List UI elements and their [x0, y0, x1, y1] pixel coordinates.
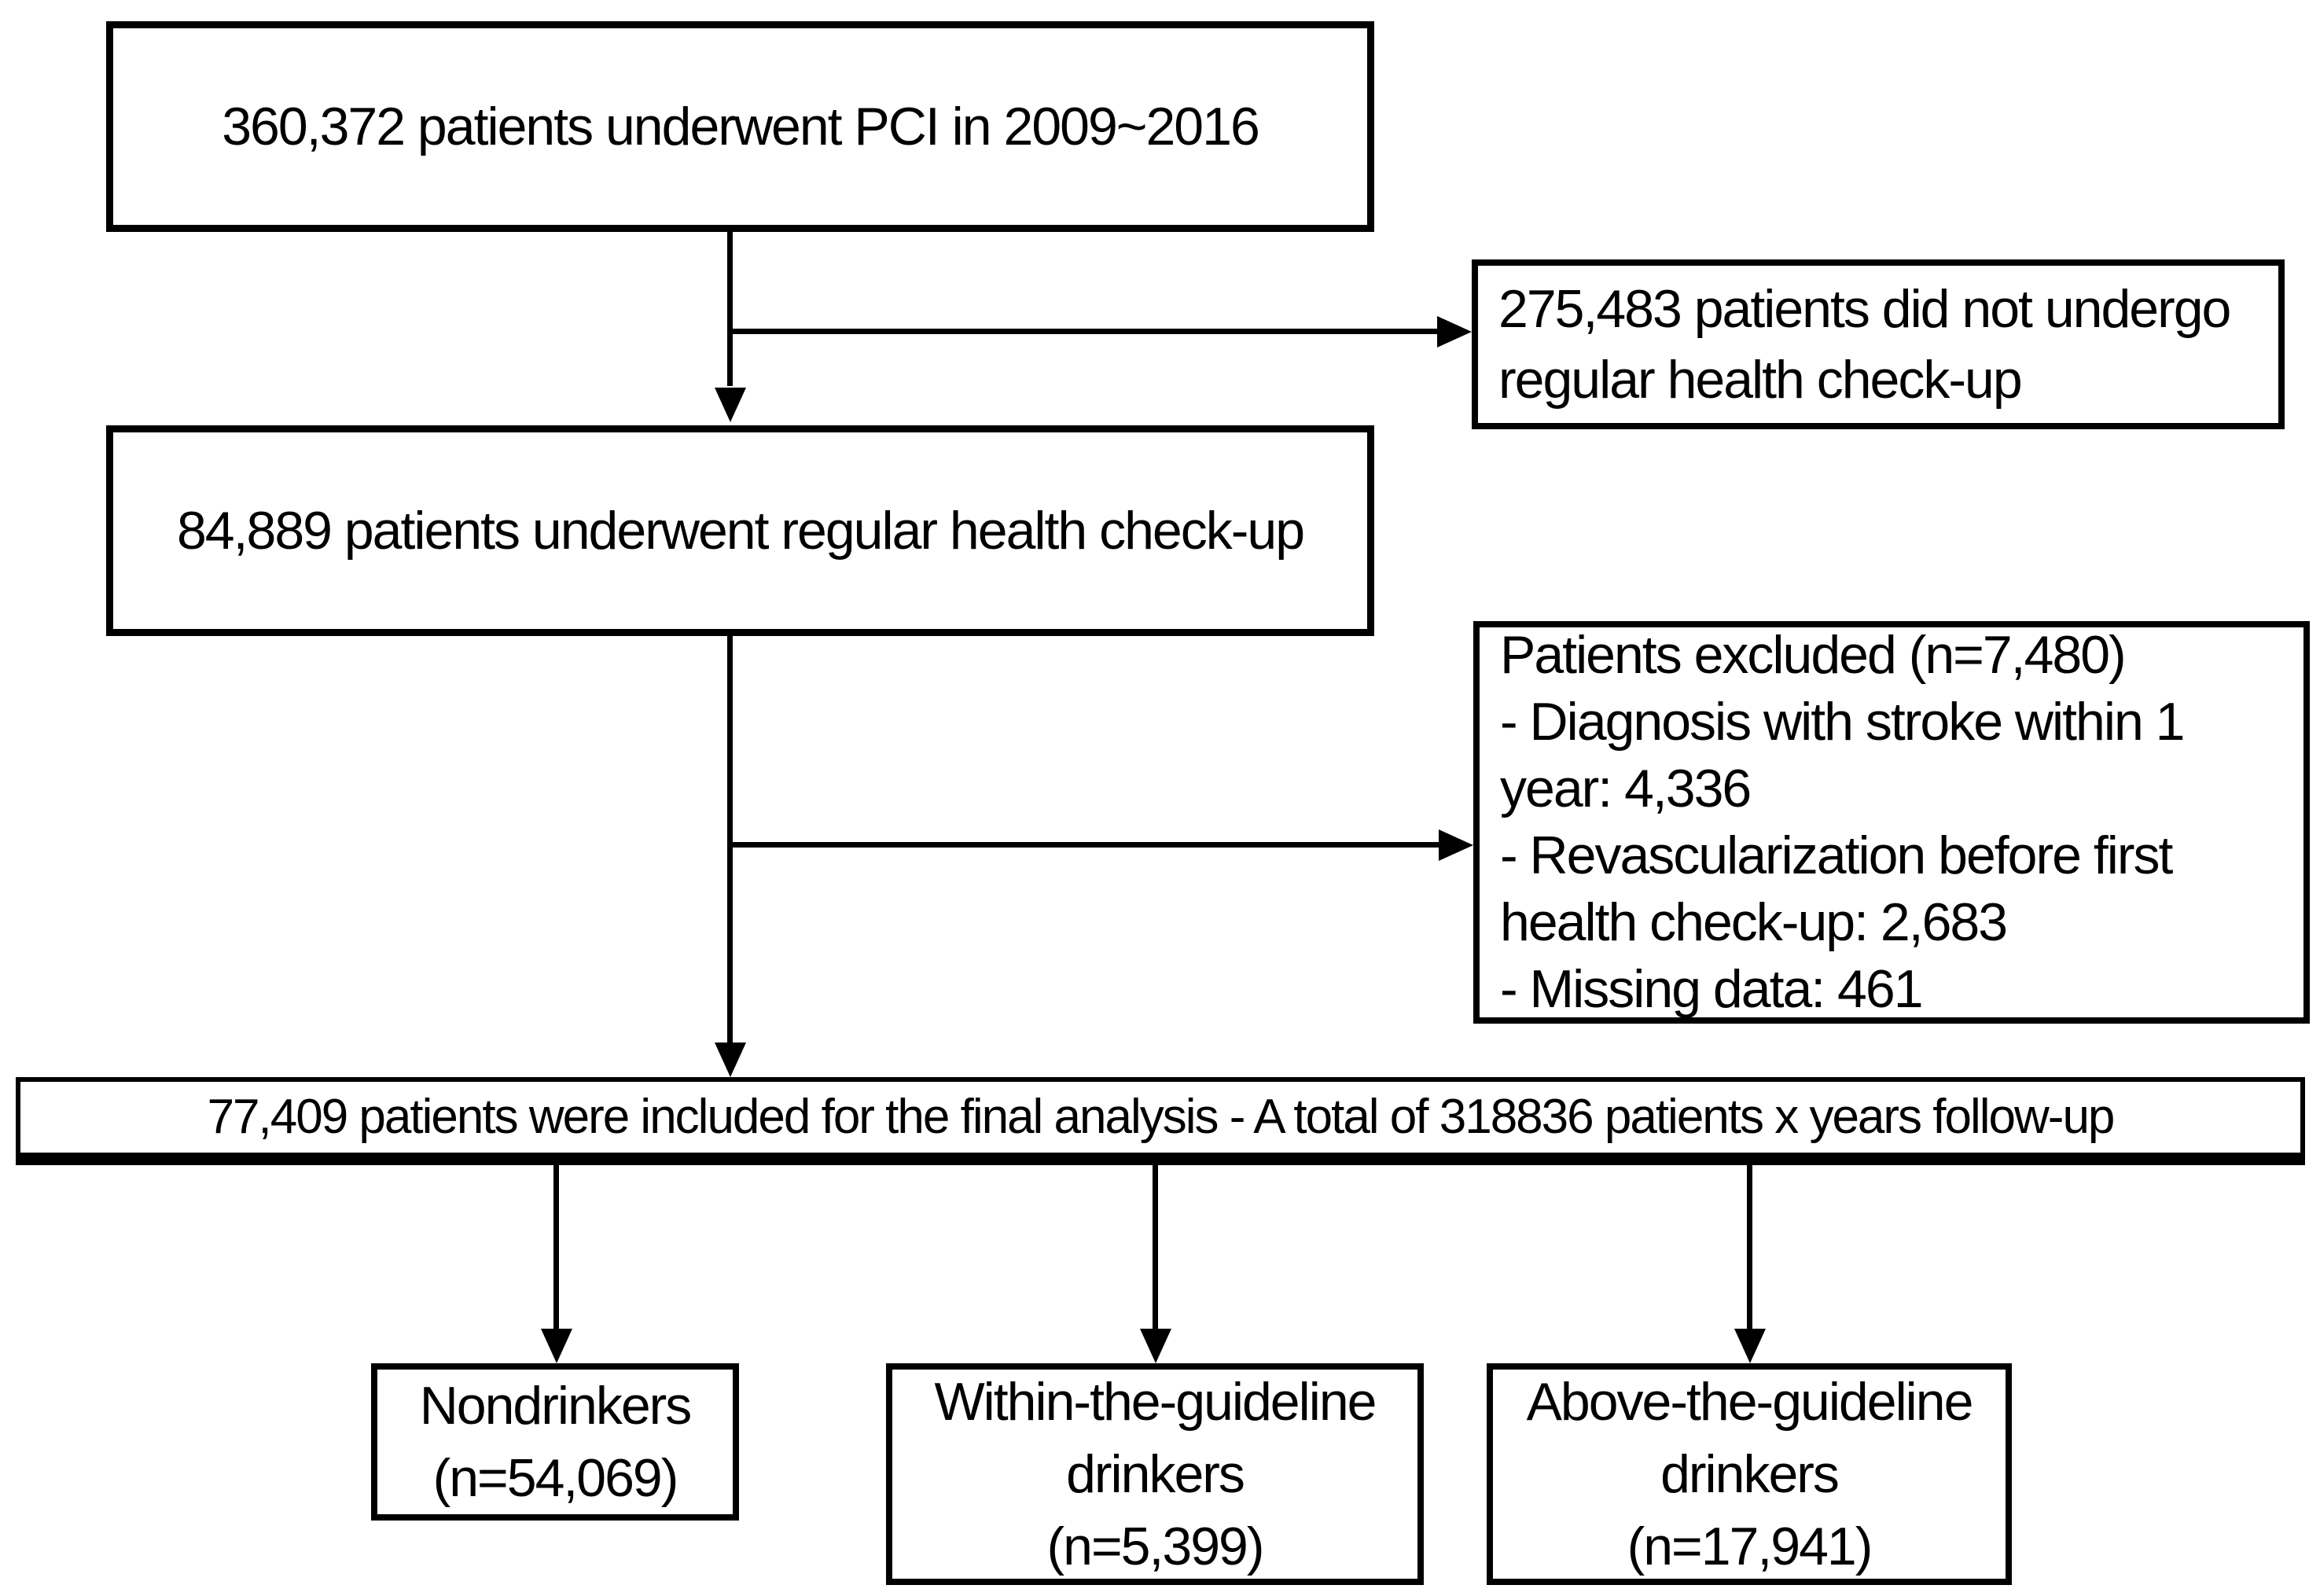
box-no-regular-checkup-text-line2: regular health check-up [1498, 350, 2023, 410]
box-within-guideline-label-line2: drinkers [1066, 1444, 1245, 1504]
arrow-down-icon [715, 1043, 746, 1077]
arrow-down-icon [715, 388, 746, 422]
box-final-analysis-text: 77,409 patients were included for the fi… [207, 1090, 2116, 1144]
connector-final-to-nondrinkers-line [553, 1165, 559, 1329]
connector-branch-to-no-checkup-line [727, 329, 1437, 334]
box-patients-excluded-item-revasc-cont: health check-up: 2,683 [1500, 892, 2008, 952]
box-pci-text: 360,372 patients underwent PCI in 2009~2… [222, 97, 1260, 156]
box-within-guideline-label-line1: Within-the-guideline [934, 1372, 1377, 1432]
box-final-analysis: 77,409 patients were included for the fi… [16, 1077, 2305, 1165]
box-pci-total: 360,372 patients underwent PCI in 2009~2… [106, 21, 1374, 232]
arrow-down-icon [1140, 1329, 1171, 1363]
connector-checkup-to-final-line [727, 636, 733, 1043]
connector-branch-to-excluded-line [727, 842, 1439, 848]
arrow-down-icon [541, 1329, 572, 1363]
connector-final-to-above-guideline-line [1747, 1165, 1752, 1329]
box-patients-excluded-item-stroke: - Diagnosis with stroke within 1 [1500, 692, 2185, 752]
box-above-guideline-drinkers: Above-the-guideline drinkers (n=17,941) [1487, 1363, 2012, 1585]
arrow-right-icon [1439, 829, 1473, 861]
box-above-guideline-label-line1: Above-the-guideline [1526, 1372, 1974, 1432]
box-within-guideline-count: (n=5,399) [1046, 1517, 1265, 1576]
box-above-guideline-label-line2: drinkers [1660, 1444, 1840, 1504]
arrow-right-icon [1437, 316, 1472, 348]
box-within-guideline-drinkers: Within-the-guideline drinkers (n=5,399) [886, 1363, 1424, 1585]
box-patients-excluded: Patients excluded (n=7,480) - Diagnosis … [1473, 621, 2310, 1024]
connector-pci-to-checkup-line [727, 232, 733, 386]
box-no-regular-checkup-text-line1: 275,483 patients did not undergo [1498, 279, 2231, 339]
box-patients-excluded-item-stroke-cont: year: 4,336 [1500, 759, 1752, 818]
arrow-down-icon [1734, 1329, 1766, 1363]
box-patients-excluded-item-revasc: - Revascularization before first [1500, 826, 2173, 885]
box-patients-excluded-item-missing: - Missing data: 461 [1500, 959, 1924, 1019]
box-above-guideline-count: (n=17,941) [1627, 1517, 1873, 1576]
box-regular-checkup-text: 84,889 patients underwent regular health… [176, 501, 1305, 561]
connector-final-to-within-guideline-line [1153, 1165, 1158, 1329]
box-nondrinkers-count: (n=54,069) [432, 1448, 679, 1508]
box-regular-checkup: 84,889 patients underwent regular health… [106, 425, 1374, 636]
box-no-regular-checkup: 275,483 patients did not undergo regular… [1472, 259, 2285, 429]
box-patients-excluded-title: Patients excluded (n=7,480) [1500, 625, 2127, 685]
box-nondrinkers: Nondrinkers (n=54,069) [371, 1363, 739, 1521]
box-nondrinkers-label: Nondrinkers [419, 1376, 693, 1436]
